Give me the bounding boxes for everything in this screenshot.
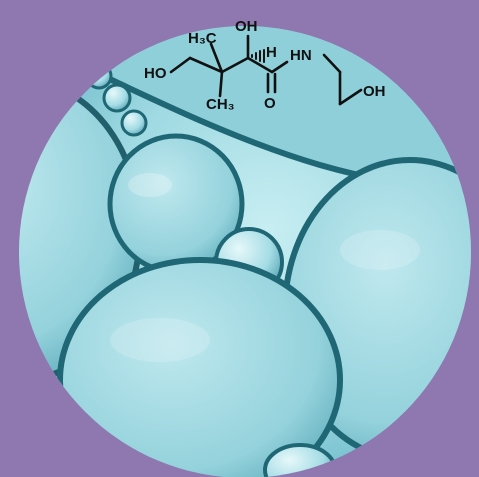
atom-hn: HN bbox=[290, 47, 312, 64]
atom-oh-right: OH bbox=[363, 83, 386, 100]
bubble-bottom bbox=[57, 257, 343, 477]
bond bbox=[220, 56, 250, 74]
atom-o-carbonyl: O bbox=[264, 95, 276, 112]
highlight bbox=[110, 318, 210, 362]
bond bbox=[188, 56, 224, 74]
bond bbox=[338, 88, 363, 106]
bond bbox=[322, 53, 342, 74]
atom-labels: HO H₃C OH H HN CH₃ O OH bbox=[144, 18, 386, 113]
atom-h3c-top: H₃C bbox=[188, 30, 217, 47]
bond bbox=[270, 60, 289, 74]
atom-oh-top: OH bbox=[235, 18, 258, 35]
atom-ch3-bottom: CH₃ bbox=[206, 96, 235, 113]
bond bbox=[209, 42, 224, 74]
bond bbox=[169, 56, 192, 74]
bond bbox=[246, 56, 274, 74]
bubble-tiny-3 bbox=[120, 109, 148, 137]
atom-ho-left: HO bbox=[144, 65, 167, 82]
bond bbox=[218, 70, 224, 98]
hash-wedge bbox=[251, 49, 265, 63]
molecule-structure bbox=[169, 34, 363, 106]
bubble-tiny-1 bbox=[85, 62, 113, 90]
atom-h-wedge: H bbox=[266, 44, 277, 61]
bubble-bottom-right bbox=[263, 443, 337, 477]
highlight bbox=[340, 230, 420, 270]
bubble-tiny-2 bbox=[102, 83, 132, 113]
highlight bbox=[128, 173, 172, 197]
